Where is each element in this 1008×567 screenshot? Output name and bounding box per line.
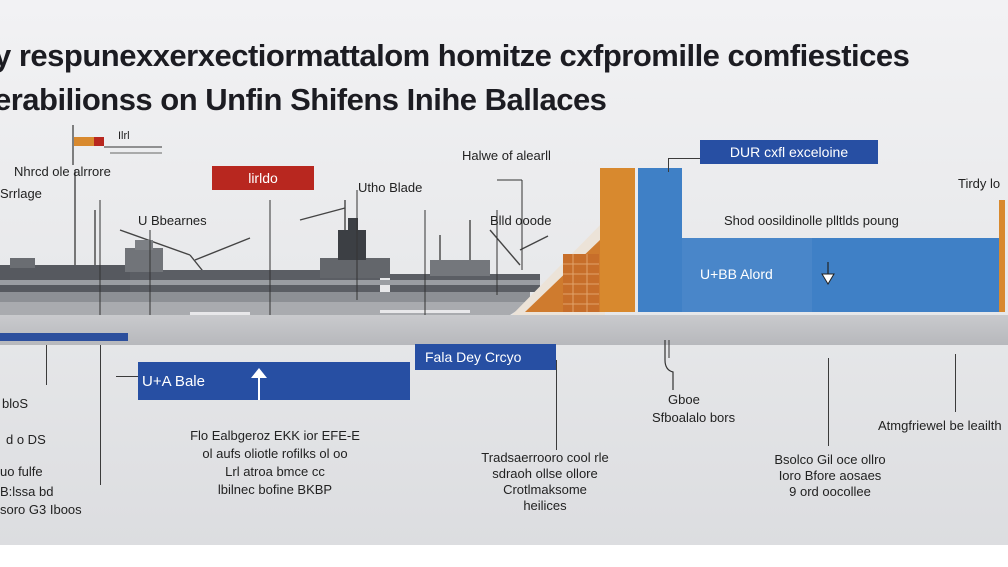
fala-dey-box: Fala Dey Crcyo bbox=[415, 344, 556, 370]
connector-line bbox=[668, 158, 669, 172]
connector-line bbox=[116, 376, 138, 377]
blld-ooode-label: Blld ooode bbox=[490, 213, 552, 228]
connector-line bbox=[100, 345, 101, 485]
us-aland-label: U+BB Alord bbox=[700, 266, 773, 282]
gbo-label-1: Gboe bbox=[668, 392, 700, 407]
diagram-title-line1: y respunexxerxectiormattalom homitze cxf… bbox=[0, 38, 910, 73]
flag-mark-label: Ilrl bbox=[118, 130, 130, 142]
far-right-label: Atmgfriewel be leailth bbox=[878, 418, 1002, 433]
caption-line-1: Flo Ealbgeroz EKK ior EFE-E bbox=[190, 428, 360, 443]
center-caption-1: Tradsaerrooro cool rle bbox=[481, 450, 609, 465]
connector-line bbox=[668, 158, 700, 159]
right-caption-3: 9 ord oocollee bbox=[789, 484, 871, 499]
tirdy-label: Tirdy lo bbox=[958, 176, 1001, 191]
flag-icon bbox=[72, 125, 162, 165]
blue-quay-strip bbox=[0, 333, 128, 341]
red-label-box: lirldo bbox=[212, 166, 314, 190]
center-caption-2: sdraoh ollse ollore bbox=[492, 466, 598, 481]
caption-line-4: lbilnec bofine BKBP bbox=[217, 482, 333, 497]
right-caption-1: Bsolco Gil oce ollro bbox=[774, 452, 886, 467]
left-top-label: Nhrcd ole alrrore bbox=[14, 164, 111, 179]
down-arrow-icon bbox=[821, 262, 835, 285]
left-top-label-2: Srrlage bbox=[0, 186, 42, 201]
left-block-label-3: soro G3 Iboos bbox=[0, 502, 82, 517]
ship-scene-illustration bbox=[0, 170, 549, 340]
connector-line bbox=[828, 358, 829, 446]
diagram-title-line2: erabilionss on Unfin Shifens Inihe Balla… bbox=[0, 82, 607, 117]
center-caption-3: Crotlmaksome bbox=[503, 482, 587, 497]
connector-line bbox=[46, 345, 47, 385]
caption-line-2: ol aufs oliotle rofilks ol oo bbox=[202, 446, 348, 461]
gauge-bracket-icon bbox=[664, 340, 674, 390]
us-bale-box: U+A Bale bbox=[138, 362, 410, 400]
us-blade-label: Utho Blade bbox=[358, 180, 423, 195]
right-caption-2: Ioro Bfore aosaes bbox=[778, 468, 882, 483]
up-arrow-icon bbox=[251, 368, 267, 400]
shod-label: Shod oosildinolle plltlds poung bbox=[724, 213, 899, 228]
caption-line-3: Lrl atroa bmce cc bbox=[225, 464, 325, 479]
halwe-label: Halwe of alearll bbox=[462, 148, 551, 163]
quay-road bbox=[0, 315, 1008, 345]
left-mid-label: bloS bbox=[2, 396, 29, 411]
left-block-label-1: uo fulfe bbox=[0, 464, 43, 479]
crane-icon bbox=[74, 170, 549, 281]
left-block-label-2: B:lssa bd bbox=[0, 484, 54, 499]
gbo-label-2: Sfboalalo bors bbox=[652, 410, 736, 425]
center-caption-4: heilices bbox=[523, 498, 567, 513]
connector-line bbox=[556, 360, 557, 450]
warehouse-stack-illustration bbox=[505, 168, 1005, 322]
left-od-label: d o DS bbox=[6, 432, 46, 447]
connector-line bbox=[955, 354, 956, 412]
us-bbearnes-label: U Bbearnes bbox=[138, 213, 207, 228]
blue-top-label-box: DUR cxfl exceloine bbox=[700, 140, 878, 164]
